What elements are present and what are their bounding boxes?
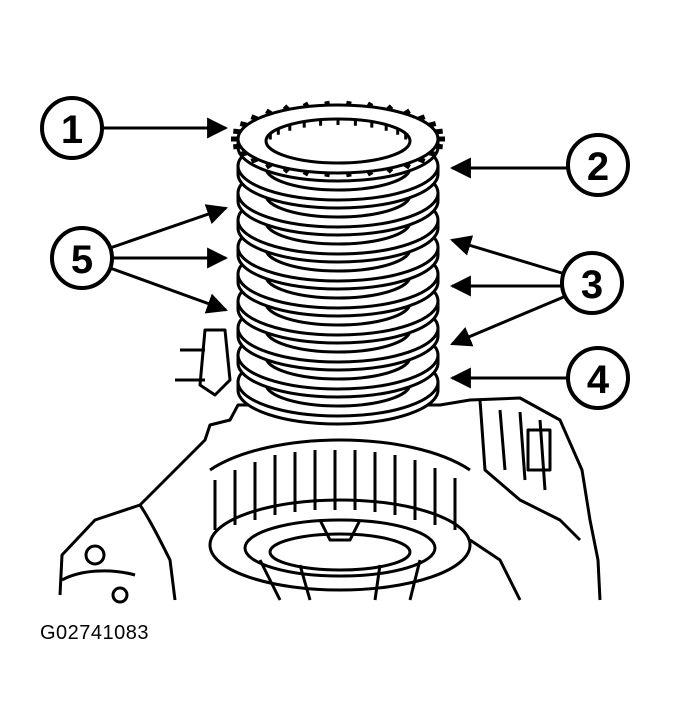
callout-1-label: 1 xyxy=(61,108,83,152)
transmission-case xyxy=(58,328,602,604)
leader-5c xyxy=(109,266,228,314)
plate-teeth xyxy=(268,119,408,140)
callout-2: 2 xyxy=(566,133,630,197)
plate-bore xyxy=(264,117,412,165)
callout-4-label: 4 xyxy=(587,358,610,402)
callout-4: 4 xyxy=(566,346,630,410)
callout-3: 3 xyxy=(560,251,624,315)
leader-5a xyxy=(109,204,228,250)
callout-5: 5 xyxy=(50,226,114,290)
leader-3a xyxy=(449,235,566,276)
callout-2-label: 2 xyxy=(587,145,609,189)
callout-3-label: 3 xyxy=(581,263,603,307)
callout-1: 1 xyxy=(40,96,104,160)
figure-id: G02741083 xyxy=(40,622,150,644)
clutch-plate-stack xyxy=(231,100,445,426)
callout-5-label: 5 xyxy=(71,238,93,282)
top-plate-teeth xyxy=(231,100,445,178)
leader-3c xyxy=(450,294,567,347)
